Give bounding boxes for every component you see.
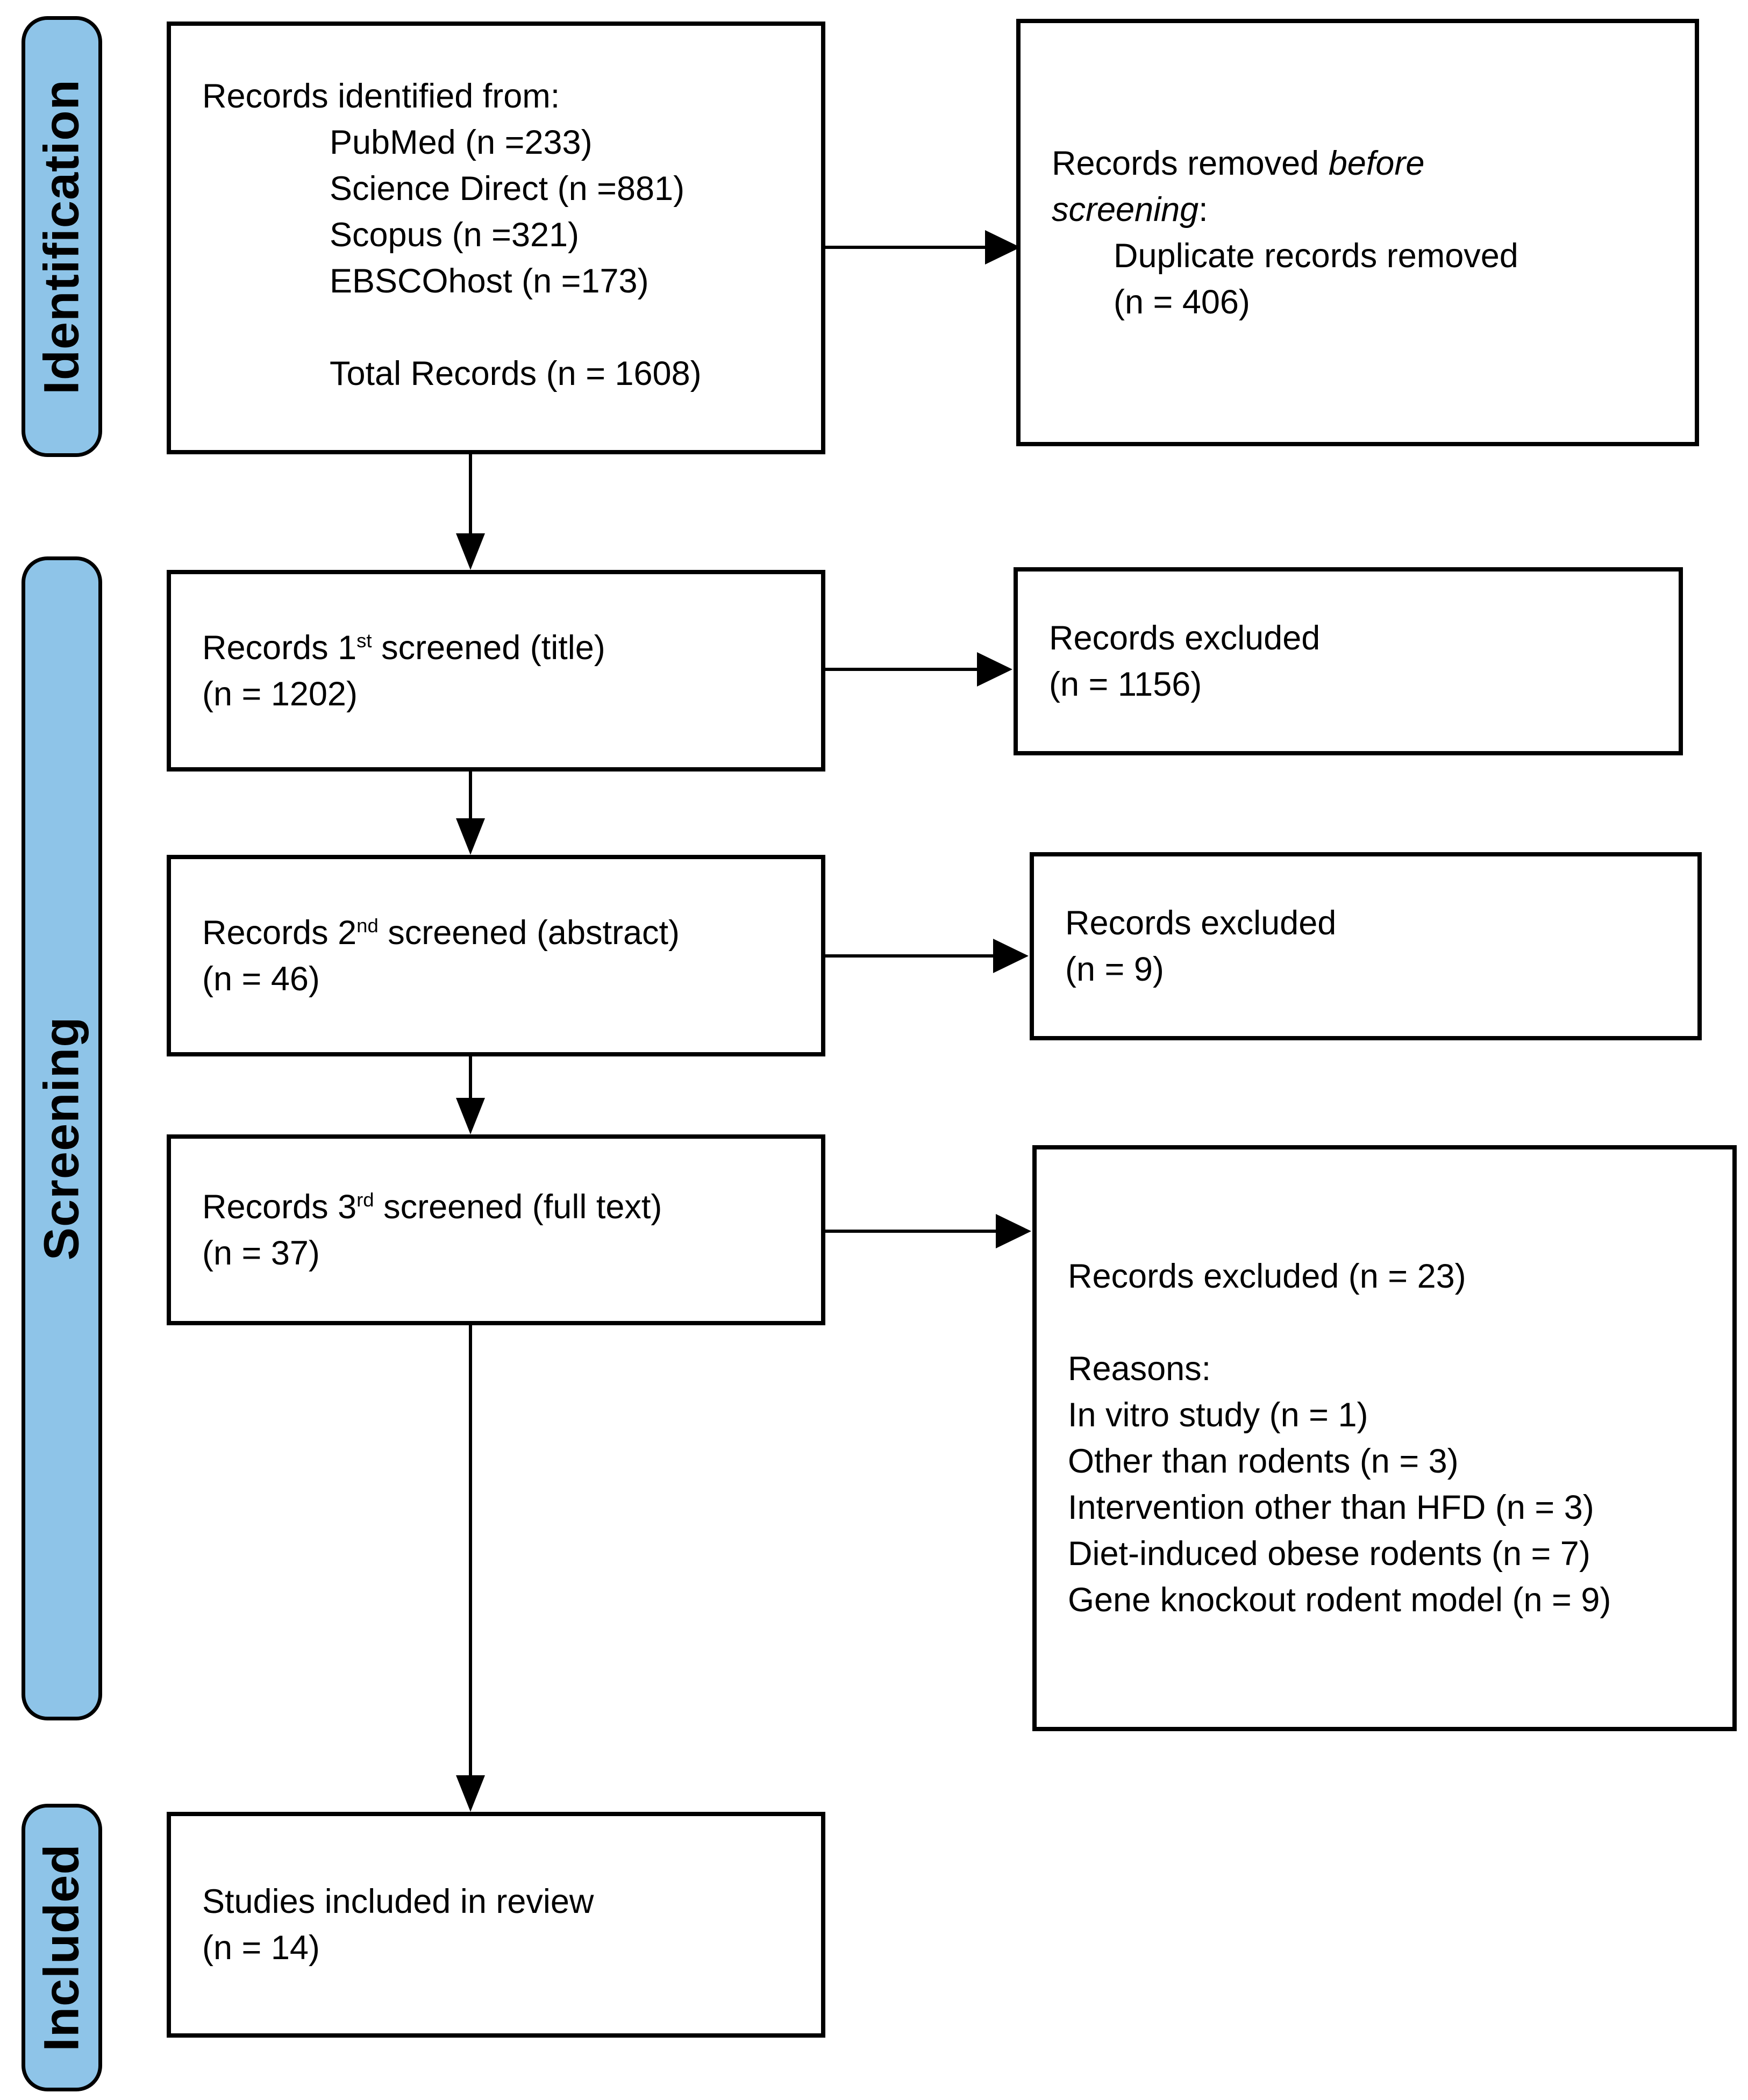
blank-line [1068,1299,1701,1346]
records-third-screened-line: Records 3rd screened (full text) [202,1184,790,1230]
reason-line-diet-induced: Diet-induced obese rodents (n = 7) [1068,1535,1590,1573]
duplicates-removed-line: Duplicate records removed [1114,237,1518,275]
arrow-screen2-to-screen3-head [456,1098,485,1134]
records-excluded-abstract-count: (n = 9) [1065,951,1164,988]
records-excluded-abstract-box: Records excluded (n = 9) [1030,852,1702,1040]
stage-identification-label: Identification [34,78,89,395]
screen3-prefix: Records 3 [202,1188,357,1226]
studies-included-box: Studies included in review (n = 14) [167,1812,825,2038]
records-excluded-title-count: (n = 1156) [1049,666,1202,703]
reasons-label: Reasons: [1068,1350,1211,1388]
screen1-ordinal: st [356,629,372,652]
stage-included: Included [22,1804,102,2091]
records-third-screened-count: (n = 37) [202,1234,320,1272]
reason-line-invitro: In vitro study (n = 1) [1068,1396,1368,1434]
records-first-screened-line: Records 1st screened (title) [202,625,790,671]
duplicates-removed-count: (n = 406) [1114,283,1250,321]
studies-included-line: Studies included in review [202,1883,594,1920]
records-third-screened-box: Records 3rd screened (full text) (n = 37… [167,1134,825,1325]
source-line-ebscohost: EBSCOhost (n =173) [330,262,649,300]
arrow-screen1-to-screen2-stem [469,772,472,821]
arrow-identified-to-screen1-stem [469,454,472,536]
records-excluded-title-box: Records excluded (n = 1156) [1014,567,1683,755]
source-line-scopus: Scopus (n =321) [330,216,580,254]
arrow-identified-to-removed-head [985,230,1021,265]
records-second-screened-count: (n = 46) [202,960,320,998]
arrow-screen3-to-included-head [456,1775,485,1812]
records-first-screened-box: Records 1st screened (title) (n = 1202) [167,570,825,772]
arrow-screen3-to-excluded-head [996,1214,1031,1248]
reason-line-gene-knockout: Gene knockout rodent model (n = 9) [1068,1581,1611,1619]
source-line-sciencedirect: Science Direct (n =881) [330,170,685,208]
records-first-screened-count: (n = 1202) [202,675,358,713]
blank-line [202,304,790,351]
screen1-prefix: Records 1 [202,628,357,667]
records-second-screened-box: Records 2nd screened (abstract) (n = 46) [167,855,825,1056]
stage-screening: Screening [22,556,102,1720]
stage-identification: Identification [22,16,102,457]
arrow-screen1-to-screen2-head [456,818,485,855]
screen3-suffix: screened (full text) [374,1188,662,1226]
arrow-identified-to-removed-stem [825,246,987,249]
screen1-suffix: screened (title) [372,628,605,667]
records-removed-italic-screening: screening [1052,190,1199,228]
records-removed-regular-text: Records removed [1052,144,1329,182]
source-line-pubmed: PubMed (n =233) [330,124,593,161]
records-removed-line2: screening: [1052,187,1664,233]
reason-line-other-rodents: Other than rodents (n = 3) [1068,1442,1459,1480]
records-excluded-abstract-line: Records excluded [1065,904,1337,942]
records-excluded-fulltext-title: Records excluded (n = 23) [1068,1258,1466,1295]
records-second-screened-line: Records 2nd screened (abstract) [202,910,790,956]
arrow-screen1-to-excluded-head [977,652,1012,687]
screen2-prefix: Records 2 [202,913,357,952]
records-excluded-title-line: Records excluded [1049,619,1321,657]
records-identified-title: Records identified from: [202,77,560,115]
screen2-suffix: screened (abstract) [378,913,680,952]
reason-line-intervention: Intervention other than HFD (n = 3) [1068,1489,1594,1526]
studies-included-count: (n = 14) [202,1929,320,1967]
records-excluded-fulltext-box: Records excluded (n = 23) Reasons: In vi… [1032,1145,1737,1731]
records-identified-box: Records identified from: PubMed (n =233)… [167,22,825,454]
arrow-screen2-to-excluded-head [993,939,1029,973]
records-removed-italic-before: before [1328,144,1425,182]
stage-included-label: Included [34,1844,89,2052]
total-records-line: Total Records (n = 1608) [330,355,702,392]
records-removed-line1: Records removed before [1052,140,1664,187]
stage-screening-label: Screening [34,1016,89,1261]
arrow-identified-to-screen1-head [456,533,485,570]
records-removed-colon: : [1198,190,1208,228]
records-removed-box: Records removed before screening: Duplic… [1016,19,1699,446]
arrow-screen3-to-excluded-stem [825,1230,997,1233]
arrow-screen2-to-screen3-stem [469,1056,472,1101]
screen2-ordinal: nd [356,914,379,937]
arrow-screen3-to-included-stem [469,1325,472,1778]
arrow-screen1-to-excluded-stem [825,668,979,671]
arrow-screen2-to-excluded-stem [825,954,995,958]
screen3-ordinal: rd [356,1188,374,1211]
